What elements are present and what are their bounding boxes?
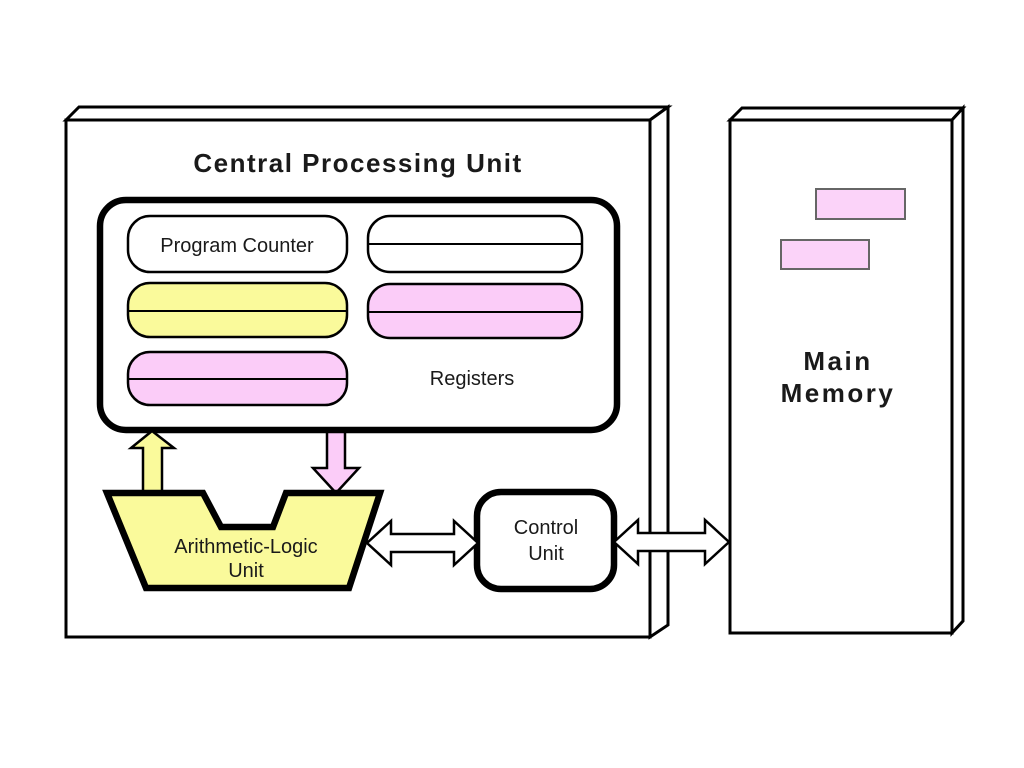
alu-control-unit-arrow — [365, 518, 480, 568]
alu-label-line2: Unit — [228, 560, 264, 582]
main-memory-top-face — [726, 106, 967, 122]
registers-caption: Registers — [430, 368, 514, 390]
main-memory-side-face — [950, 104, 965, 637]
alu-label-line1: Arithmetic-Logic — [174, 536, 317, 558]
alu-shape — [102, 489, 385, 592]
cpu-box-side-face — [648, 104, 670, 640]
memory-cell-1 — [815, 188, 906, 220]
control-unit-label-line1: Control — [514, 517, 578, 539]
cpu-title: Central Processing Unit — [193, 148, 522, 178]
main-memory-label-line1: Main — [803, 346, 872, 376]
main-memory-label-line2: Memory — [781, 378, 896, 408]
registers-to-alu-arrow — [310, 430, 362, 495]
program-counter-register — [126, 214, 349, 274]
memory-cell-2 — [780, 239, 870, 270]
control-unit-label-line2: Unit — [528, 543, 564, 565]
control-unit-memory-arrow — [612, 517, 731, 567]
cpu-box-top-face — [62, 105, 673, 122]
program-counter-label: Program Counter — [160, 235, 314, 257]
control-unit-box — [473, 488, 618, 593]
